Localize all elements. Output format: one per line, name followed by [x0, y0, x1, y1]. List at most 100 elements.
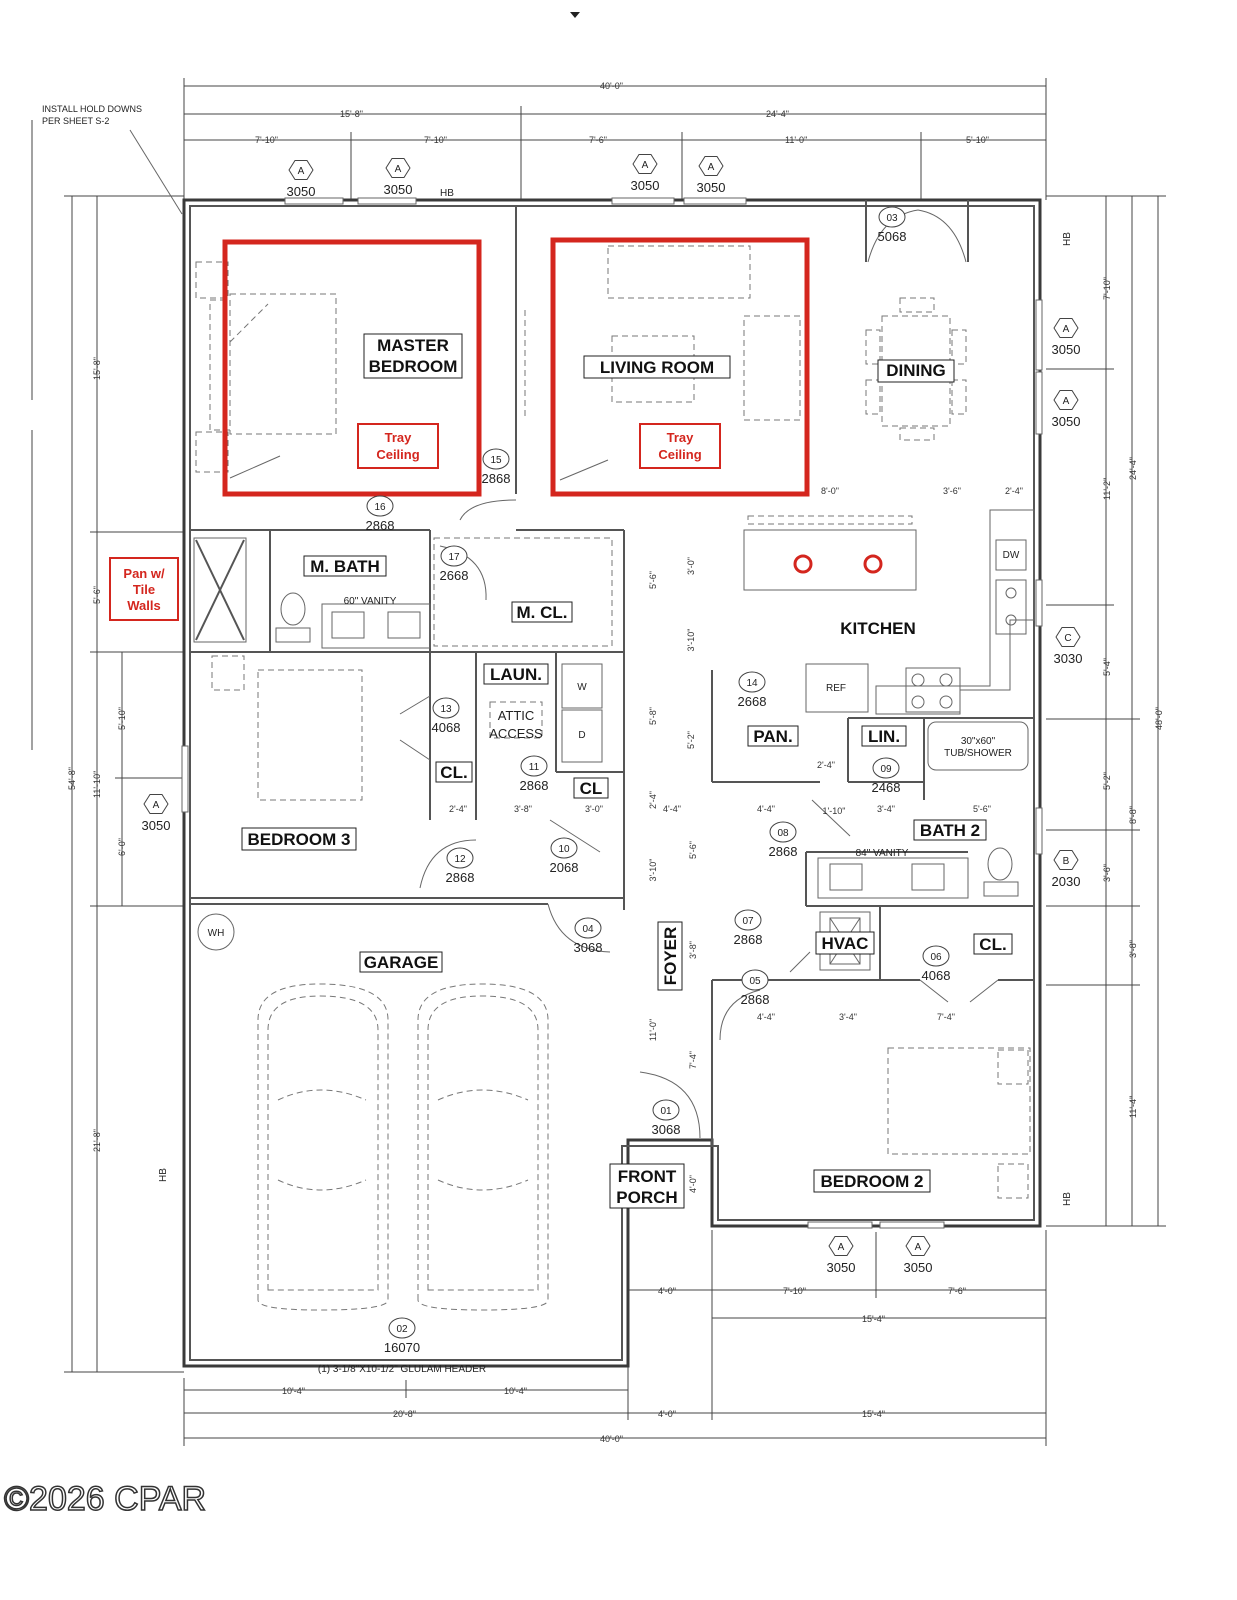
interior-dim-12: 4'-4" — [757, 804, 775, 814]
window-size: 3030 — [1054, 651, 1083, 666]
note-hb-right2: HB — [1062, 1192, 1073, 1206]
door-number: 15 — [490, 455, 502, 466]
interior-walls — [190, 200, 1035, 1146]
door-size: 2868 — [769, 844, 798, 859]
door-size: 2868 — [734, 932, 763, 947]
interior-dim-5: 3'-10" — [686, 629, 696, 652]
dim-bottom-c: 4'-0" — [658, 1409, 676, 1419]
interior-dim-2: 3'-6" — [943, 486, 961, 496]
door-number: 02 — [396, 1324, 408, 1335]
door-tags: 0130680216070035068043068052868064068072… — [366, 206, 951, 1355]
window-size: 3050 — [384, 182, 413, 197]
left-dimensions: 54'-8" 15'-8" 5'-6" 11'-10" 21'-8" 5'-10… — [31, 120, 184, 1373]
room-cl-a: CL. — [440, 763, 467, 782]
window-openings — [181, 197, 1043, 1229]
door-size: 2068 — [550, 860, 579, 875]
interior-dim-3: 2'-4" — [1005, 486, 1023, 496]
door-size: 4068 — [922, 968, 951, 983]
dim-left-a3: 11'-10" — [92, 771, 102, 798]
watermark: ©2026 CPAR — [4, 1480, 206, 1518]
note-tub-2: TUB/SHOWER — [944, 748, 1012, 759]
tray-ceiling-master-2: Ceiling — [376, 447, 419, 462]
window-type: B — [1063, 856, 1070, 867]
room-foyer: FOYER — [661, 927, 680, 986]
note-d: D — [578, 730, 585, 741]
dim-top-b: 24'-4" — [766, 109, 789, 119]
room-bedroom2: BEDROOM 2 — [821, 1172, 924, 1191]
door-number: 09 — [880, 764, 892, 775]
room-living-room: LIVING ROOM — [600, 358, 714, 377]
interior-dim-26: 7'-4" — [937, 1012, 955, 1022]
interior-dim-10: 3'-10" — [648, 859, 658, 882]
dim-right-b6: 3'-8" — [1128, 940, 1138, 958]
note-wh: WH — [208, 928, 225, 939]
door-number: 13 — [440, 704, 452, 715]
door-size: 2868 — [520, 778, 549, 793]
dim-bottom-d: 15'-4" — [862, 1314, 885, 1324]
interior-dim-1: 8'-0" — [821, 486, 839, 496]
dim-bottom-a1: 10'-4" — [282, 1386, 305, 1396]
door-tag-14: 14 2668 — [738, 671, 767, 709]
window-tag-2: A 3050 — [384, 158, 413, 197]
tray-ceiling-living-1: Tray — [667, 430, 695, 445]
note-tub-1: 30"x60" — [961, 736, 996, 747]
pan-tile-3: Walls — [127, 598, 160, 613]
door-size: 5068 — [878, 229, 907, 244]
door-size: 2868 — [366, 518, 395, 533]
door-size: 2868 — [741, 992, 770, 1007]
dim-left-overall: 54'-8" — [67, 767, 77, 790]
room-bedroom3: BEDROOM 3 — [248, 830, 351, 849]
window-type: C — [1064, 633, 1071, 644]
interior-dim-7: 5'-6" — [648, 571, 658, 589]
window-size: 3050 — [142, 818, 171, 833]
room-garage: GARAGE — [364, 953, 439, 972]
bottom-dimensions: 10'-4" 10'-4" 20'-8" 40'-0" 4'-0" 7'-10"… — [183, 1230, 1047, 1446]
interior-dim-25: 11'-0" — [648, 1019, 658, 1041]
door-size: 3068 — [574, 940, 603, 955]
dim-right-b2: 11'-2" — [1102, 478, 1112, 500]
dim-top-c1: 7'-10" — [255, 135, 278, 145]
window-size: 3050 — [827, 1260, 856, 1275]
door-number: 17 — [448, 552, 460, 563]
tray-ceiling-master-1: Tray — [385, 430, 413, 445]
interior-dim-13: 1'-10" — [823, 806, 846, 816]
interior-dim-16: 2'-4" — [817, 760, 835, 770]
dim-right-b5: 3'-6" — [1102, 864, 1112, 882]
right-dimensions: 7'-10" 11'-2" 5'-4" 5'-2" 3'-6" 3'-8" 24… — [1046, 195, 1166, 1227]
interior-dim-23: 3'-4" — [839, 1012, 857, 1022]
room-master-bedroom-2: BEDROOM — [369, 357, 458, 376]
note-hb-top: HB — [440, 188, 454, 199]
window-size: 3050 — [631, 178, 660, 193]
dim-top-overall: 40'-0" — [600, 81, 623, 91]
interior-dim-21: 3'-8" — [688, 941, 698, 959]
dim-right-b3: 5'-4" — [1102, 658, 1112, 676]
note-hb-left: HB — [158, 1168, 169, 1182]
window-type: A — [395, 164, 402, 175]
door-number: 14 — [746, 678, 758, 689]
dim-left-b2: 6'-0" — [117, 838, 127, 856]
dim-right-a2: 8'-8" — [1128, 806, 1138, 824]
interior-dim-11: 4'-4" — [663, 804, 681, 814]
interior-dim-27: 4'-0" — [688, 1175, 698, 1193]
window-size: 3050 — [1052, 342, 1081, 357]
interior-dim-20: 2'-4" — [648, 791, 658, 809]
room-laun: LAUN. — [490, 665, 542, 684]
dim-right-b4: 5'-2" — [1102, 772, 1112, 790]
interior-dim-8: 5'-8" — [648, 707, 658, 725]
dim-bottom-f: 15'-4" — [862, 1409, 885, 1419]
door-size: 2668 — [738, 694, 767, 709]
dim-top-c4: 11'-0" — [785, 135, 807, 145]
pan-tile-2: Tile — [133, 582, 155, 597]
door-number: 03 — [886, 213, 898, 224]
window-tag-7: C 3030 — [1054, 627, 1083, 666]
interior-dim-6: 5'-2" — [686, 731, 696, 749]
